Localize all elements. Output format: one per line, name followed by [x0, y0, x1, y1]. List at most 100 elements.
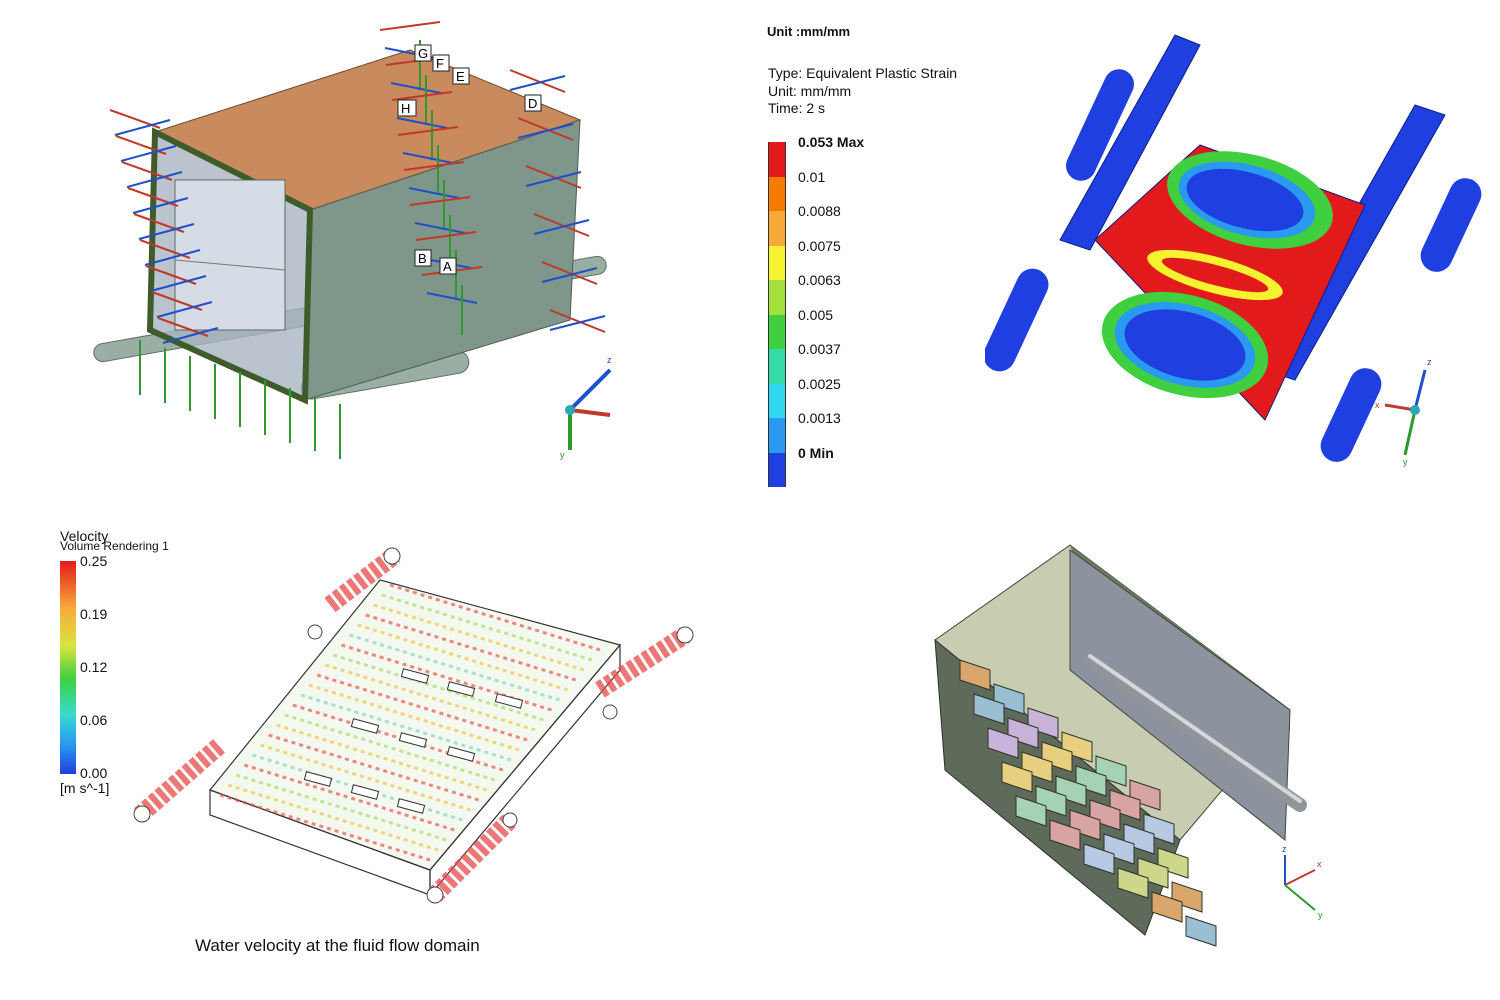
axis-z: z [1282, 844, 1287, 854]
force-arrow [402, 152, 454, 164]
strain-legend-swatch [768, 176, 786, 211]
strain-legend-swatch [768, 383, 786, 418]
strain-legend-label: 0.0063 [798, 272, 841, 288]
force-arrow [533, 219, 590, 235]
label-d: D [528, 96, 537, 111]
axis-y: y [1403, 457, 1408, 467]
velocity-subtitle: Volume Rendering 1 [60, 539, 169, 553]
velocity-caption: Water velocity at the fluid flow domain [195, 936, 480, 955]
structural-load-model: H G F E D B A z y [93, 21, 612, 460]
result-time: Time: 2 s [768, 100, 826, 116]
force-arrow [126, 171, 183, 188]
inlet-pipes [133, 547, 694, 904]
force-arrow [391, 91, 453, 101]
strain-legend-swatch [768, 142, 786, 177]
strain-legend-label: 0 Min [798, 444, 834, 461]
force-arrow [150, 275, 207, 292]
strain-legend-label: 0.005 [798, 306, 834, 323]
velocity-volume-rendering [133, 547, 694, 904]
baffle-cell [1049, 819, 1081, 851]
baffle-cell [973, 693, 1005, 725]
boundary-labels: H G F E D B A [397, 44, 542, 275]
strain-legend-swatch [768, 418, 786, 453]
velocity-tick-label: 0.19 [80, 606, 108, 622]
force-arrow [409, 196, 471, 206]
force-arrow [549, 309, 606, 333]
force-arrow [525, 171, 582, 187]
strain-legend-label: 0.01 [798, 168, 826, 185]
baffle-blocks [303, 668, 524, 814]
label-h: H [401, 101, 410, 116]
velocity-tick-label: 0.25 [80, 553, 108, 569]
label-e: E [456, 69, 465, 84]
strain-legend-swatch [768, 280, 786, 315]
strain-legend-label: 0.0075 [798, 237, 841, 254]
baffle-cell [1151, 891, 1183, 923]
force-arrow [415, 231, 477, 241]
label-f: F [436, 56, 444, 71]
velocity-tick-label: 0.06 [80, 712, 108, 728]
label-a: A [443, 259, 452, 274]
force-arrow [408, 187, 460, 199]
force-arrow [396, 117, 448, 129]
label-g: G [418, 46, 428, 61]
force-arrow [144, 249, 201, 266]
strain-legend-swatch [768, 349, 786, 384]
coordinate-triad: z y [560, 355, 612, 460]
strain-legend-swatch [768, 314, 786, 349]
coordinate-triad: x z y [1375, 357, 1432, 467]
baffle-cell [1117, 867, 1149, 899]
baffle-cell [1001, 761, 1033, 793]
force-arrow [132, 197, 189, 214]
axis-y: y [1318, 910, 1323, 920]
result-unit: Unit: mm/mm [768, 83, 852, 99]
force-arrow [390, 82, 442, 94]
axis-z: z [1427, 357, 1432, 367]
internal-assembly-model: x z y [934, 544, 1323, 947]
strain-legend-label: 0.0088 [798, 203, 841, 219]
coordinate-triad: x z y [1282, 844, 1323, 920]
force-arrow [120, 145, 177, 162]
force-arrow [379, 21, 441, 31]
plate-contour [1094, 144, 1366, 421]
strain-legend-label: 0.053 Max [798, 134, 865, 150]
header-pipe [1083, 653, 1307, 812]
baffle-cell [959, 659, 991, 691]
baffle-cell [1185, 915, 1217, 947]
tank-body [146, 49, 582, 405]
unit-header: Unit :mm/mm [767, 24, 851, 39]
velocity-tick-label: 0.00 [80, 765, 108, 781]
force-arrow [549, 315, 606, 331]
axis-z: z [607, 355, 612, 365]
strain-legend-swatch [768, 245, 786, 280]
strain-legend-panel: Unit :mm/mm Type: Equivalent Plastic Str… [760, 20, 1000, 487]
force-arrow [114, 119, 171, 136]
force-arrow [533, 213, 590, 237]
force-arrow [541, 261, 598, 285]
force-arrow [525, 165, 582, 189]
force-arrow [509, 75, 566, 91]
strain-colorbar: 0.053 Max 0.01 0.0088 0.0075 0.0063 0.005 0.00… [768, 134, 988, 487]
strain-contour-model: x z y [985, 34, 1482, 467]
velocity-unit: [m s^-1] [60, 780, 110, 796]
baffle-cell [1015, 795, 1047, 827]
strain-legend-label: 0.0013 [798, 410, 841, 426]
force-arrow [403, 161, 465, 171]
force-arrow [517, 123, 574, 139]
force-arrow [517, 117, 574, 141]
label-b: B [418, 251, 427, 266]
baffle-cell [1083, 843, 1115, 875]
strain-legend-swatch [768, 211, 786, 246]
force-arrow [414, 222, 466, 234]
strain-legend-label: 0.0037 [798, 341, 841, 357]
force-arrow [162, 327, 219, 344]
strain-legend-label: 0.0025 [798, 375, 841, 392]
axis-y: y [560, 450, 565, 460]
force-arrow [156, 301, 213, 318]
velocity-colorbar [60, 561, 76, 774]
strain-legend-swatch [768, 452, 786, 487]
velocity-title: Velocity [60, 528, 109, 544]
force-arrow [426, 292, 478, 304]
force-arrows [109, 21, 606, 459]
